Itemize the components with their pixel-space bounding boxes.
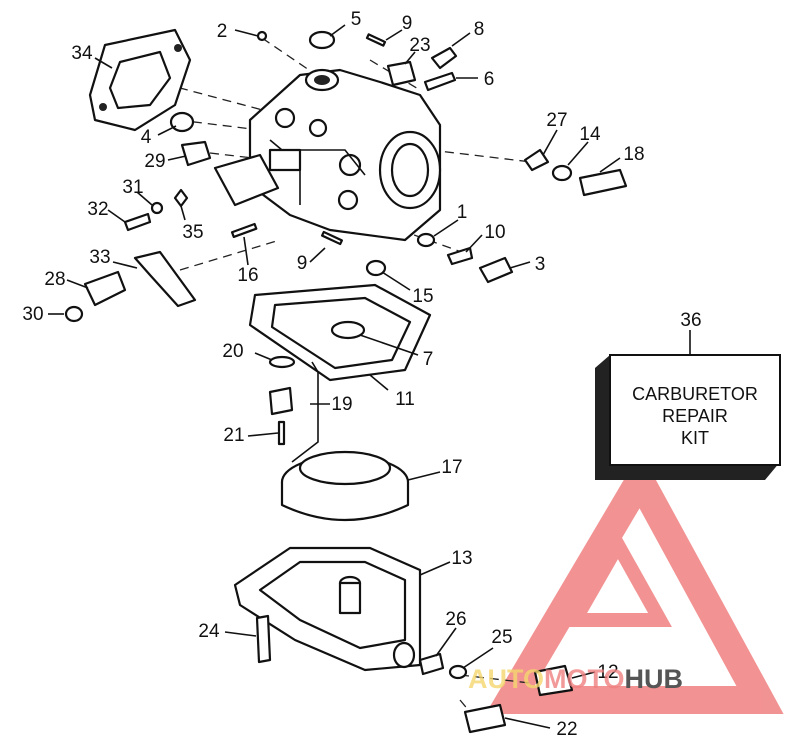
star-35 xyxy=(173,188,189,208)
plug-4 xyxy=(169,111,195,133)
callout-7: 7 xyxy=(423,349,434,370)
callout-13: 13 xyxy=(451,548,472,569)
cover-plate xyxy=(213,153,280,207)
callout-23: 23 xyxy=(409,35,430,56)
callout-16: 16 xyxy=(237,265,258,286)
bushing-28 xyxy=(83,270,127,307)
watermark-text: AUTOMOTOHUB xyxy=(468,664,683,694)
callout-4: 4 xyxy=(141,127,152,148)
float-17 xyxy=(280,450,410,522)
callout-27: 27 xyxy=(546,110,567,131)
callout-10: 10 xyxy=(484,222,505,243)
float-bowl-13 xyxy=(233,546,422,672)
fitting-22 xyxy=(463,703,507,734)
needle-21 xyxy=(277,420,286,446)
callout-12: 12 xyxy=(597,662,618,683)
callout-5: 5 xyxy=(351,9,362,30)
callout-17: 17 xyxy=(441,457,462,478)
kit-line1: CARBURETOR xyxy=(632,384,758,404)
callout-18: 18 xyxy=(623,144,644,165)
oring-1 xyxy=(416,232,436,248)
callout-24: 24 xyxy=(198,621,220,642)
screw-32 xyxy=(123,212,152,232)
callout-33: 33 xyxy=(89,247,110,268)
callout-15: 15 xyxy=(412,286,433,307)
packing-15 xyxy=(365,259,387,277)
callout-22: 22 xyxy=(556,719,577,740)
callout-20: 20 xyxy=(222,341,243,362)
plug-5 xyxy=(308,30,336,50)
screw-18 xyxy=(578,168,628,197)
callout-29: 29 xyxy=(144,151,165,172)
screw-24 xyxy=(255,614,272,664)
pin-9-bottom xyxy=(320,230,344,246)
callout-8: 8 xyxy=(474,19,485,40)
washer-25 xyxy=(448,664,468,680)
clip-23 xyxy=(386,60,417,87)
callout-11: 11 xyxy=(395,389,415,410)
screw-3 xyxy=(478,256,514,284)
ball-2 xyxy=(256,30,268,42)
callout-31: 31 xyxy=(122,177,143,198)
lever-33 xyxy=(133,250,197,308)
callout-19: 19 xyxy=(331,394,352,415)
callout-28: 28 xyxy=(44,269,65,290)
callout-25: 25 xyxy=(491,627,512,648)
callout-21: 21 xyxy=(223,425,244,446)
callout-2: 2 xyxy=(217,21,228,42)
callout-1: 1 xyxy=(457,202,468,223)
callout-9-top: 9 xyxy=(402,13,413,34)
callout-35: 35 xyxy=(182,222,203,243)
watermark-part2: MOTO xyxy=(544,664,625,694)
callout-14: 14 xyxy=(579,124,601,145)
callout-9-bottom: 9 xyxy=(297,253,308,274)
screw-6 xyxy=(423,71,457,92)
fitting-27 xyxy=(523,148,550,172)
callout-36: 36 xyxy=(680,310,701,331)
callout-26: 26 xyxy=(445,609,466,630)
nut-29 xyxy=(180,140,212,167)
carburetor-body xyxy=(248,68,442,242)
callout-32: 32 xyxy=(87,199,108,220)
washer-14 xyxy=(551,164,573,182)
pin-9-top xyxy=(365,33,387,47)
kit-line2: REPAIR xyxy=(662,406,728,426)
watermark-part3: HUB xyxy=(625,664,684,694)
seat-19 xyxy=(268,386,294,416)
repair-kit-box: CARBURETOR REPAIR KIT xyxy=(595,354,781,480)
plug-26 xyxy=(418,652,445,676)
watermark-part1: AUTO xyxy=(468,664,544,694)
watermark-logo xyxy=(485,451,784,714)
screw-8 xyxy=(430,46,458,70)
callout-3: 3 xyxy=(535,254,546,275)
kit-line3: KIT xyxy=(681,428,709,448)
callout-30: 30 xyxy=(22,304,43,325)
callout-numbers: 2 5 9 8 23 6 34 4 27 14 18 29 31 32 35 1… xyxy=(22,9,701,740)
leader-lines xyxy=(48,24,691,729)
washer-20 xyxy=(268,355,296,369)
screw-12 xyxy=(533,664,574,697)
callout-6: 6 xyxy=(484,69,495,90)
callout-34: 34 xyxy=(71,43,93,64)
ring-30 xyxy=(64,305,84,323)
pin-16 xyxy=(230,222,258,239)
